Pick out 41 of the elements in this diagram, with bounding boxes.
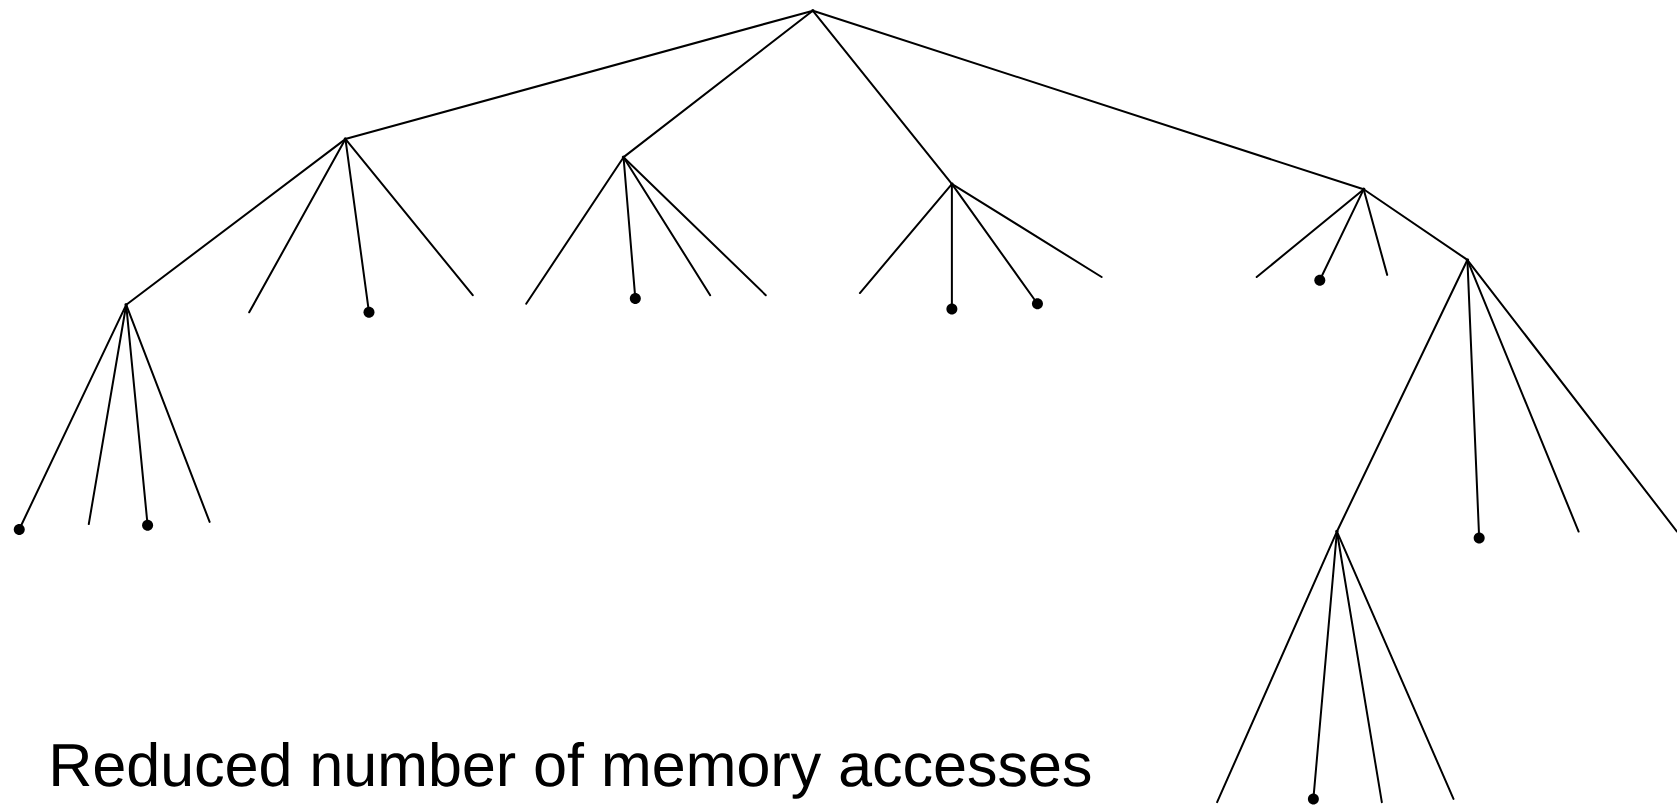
branch-point [811, 8, 815, 13]
branch-line [1466, 260, 1480, 534]
branch-line [125, 305, 211, 523]
branch-line [1321, 189, 1364, 277]
branch-point [1465, 258, 1470, 262]
branch-line [1336, 260, 1468, 531]
branch-line [125, 305, 149, 521]
branch-line [1216, 532, 1338, 804]
branch-line [951, 184, 1036, 301]
branch-line [248, 139, 346, 314]
branch-line [1363, 190, 1389, 276]
branch-point [621, 155, 626, 159]
branch-line [87, 305, 127, 526]
branch-line [622, 157, 636, 294]
branch-line [345, 139, 474, 297]
branch-line [1255, 189, 1364, 278]
branch-line [126, 139, 346, 305]
branch-line [623, 10, 813, 158]
branch-line [950, 184, 953, 305]
branch-line [1336, 532, 1455, 800]
branch-point [1361, 187, 1366, 192]
branch-line [1364, 189, 1467, 260]
branch-line [858, 184, 952, 295]
branch-line [1336, 532, 1383, 804]
branch-point [950, 182, 954, 186]
branch-line [952, 183, 1103, 278]
branch-line [1467, 260, 1677, 533]
branch-point [343, 137, 348, 141]
branch-line [812, 11, 952, 184]
branch-line [525, 157, 624, 305]
branch-line [813, 10, 1363, 190]
branch-line [346, 10, 813, 140]
caption-text: Reduced number of memory accesses [53, 741, 1091, 799]
branch-point [1335, 529, 1339, 534]
branch-line [1312, 532, 1338, 795]
branch-point [124, 303, 128, 307]
branch-line [623, 157, 712, 297]
branch-line [20, 305, 127, 526]
branch-line [623, 157, 767, 297]
branch-line [344, 139, 370, 308]
branch-line [1467, 260, 1580, 533]
